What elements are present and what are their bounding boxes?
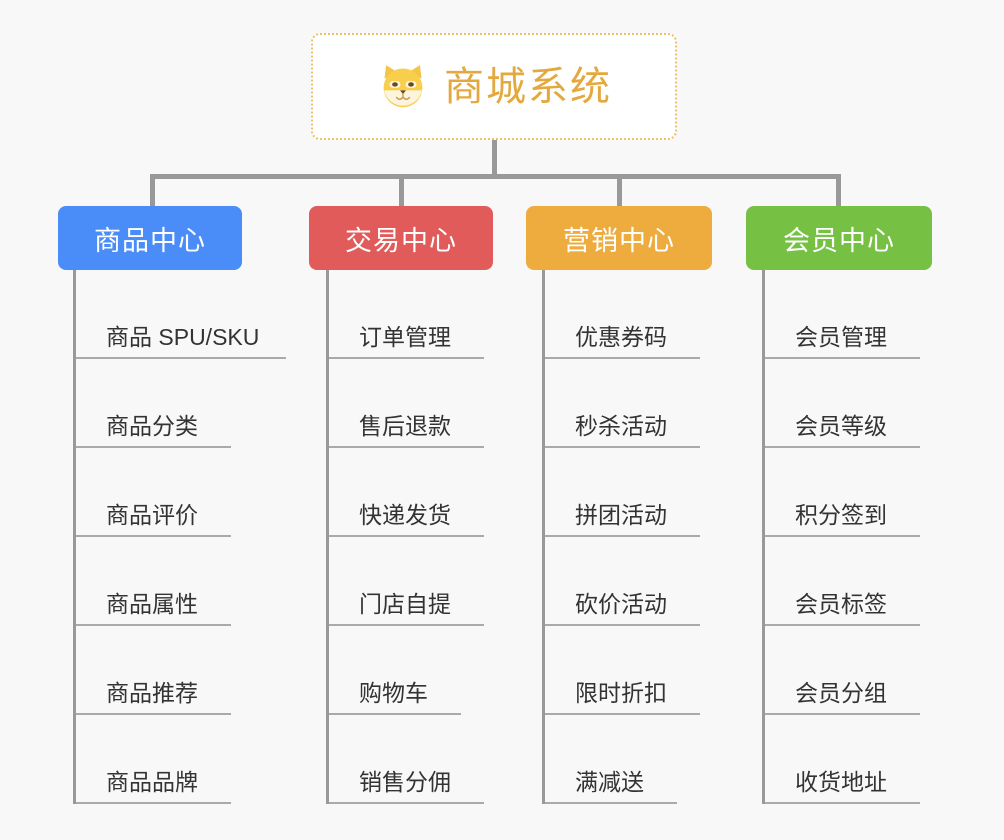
leaf-label: 会员标签: [795, 591, 887, 617]
list-item[interactable]: 拼团活动: [545, 448, 745, 537]
root-title: 商城系统: [444, 64, 612, 109]
list-item[interactable]: 商品推荐: [76, 626, 276, 715]
list-item[interactable]: 销售分佣: [329, 715, 529, 804]
leaf-label: 商品分类: [106, 413, 198, 439]
branch-trade-center: 交易中心 订单管理 售后退款 快递发货 门店自提 购物车 销售分佣: [309, 206, 535, 804]
list-item[interactable]: 积分签到: [765, 448, 965, 537]
connector-drop-product-center: [150, 174, 155, 208]
leaf-label: 快递发货: [359, 502, 451, 528]
category-header-trade-center[interactable]: 交易中心: [309, 206, 493, 270]
list-item[interactable]: 会员管理: [765, 270, 965, 359]
list-item[interactable]: 满减送: [545, 715, 745, 804]
leaf-label: 商品 SPU/SKU: [106, 324, 260, 350]
list-item[interactable]: 砍价活动: [545, 537, 745, 626]
branch-product-center: 商品中心 商品 SPU/SKU 商品分类 商品评价 商品属性 商品推荐 商品品牌: [58, 206, 286, 804]
category-label: 营销中心: [563, 225, 675, 256]
list-item[interactable]: 购物车: [329, 626, 529, 715]
list-item[interactable]: 门店自提: [329, 537, 529, 626]
list-item[interactable]: 限时折扣: [545, 626, 745, 715]
branch-marketing-center: 营销中心 优惠券码 秒杀活动 拼团活动 砍价活动 限时折扣 满减送: [526, 206, 752, 804]
list-item[interactable]: 收货地址: [765, 715, 965, 804]
connector-drop-trade-center: [399, 174, 404, 208]
shiba-dog-face-icon: [383, 64, 423, 107]
branch-member-center: 会员中心 会员管理 会员等级 积分签到 会员标签 会员分组 收货地址: [746, 206, 972, 804]
leaf-label: 商品品牌: [106, 769, 198, 795]
list-item[interactable]: 订单管理: [329, 270, 529, 359]
leaf-label: 砍价活动: [575, 591, 667, 617]
list-item[interactable]: 商品评价: [76, 448, 276, 537]
list-item[interactable]: 商品属性: [76, 537, 276, 626]
list-item[interactable]: 会员等级: [765, 359, 965, 448]
leaf-label: 限时折扣: [575, 680, 667, 706]
leaf-label: 满减送: [575, 769, 644, 795]
leaf-label: 会员分组: [795, 680, 887, 706]
leaf-label: 积分签到: [795, 502, 887, 528]
category-label: 商品中心: [94, 225, 206, 256]
list-item[interactable]: 商品品牌: [76, 715, 276, 804]
list-item[interactable]: 商品 SPU/SKU: [76, 270, 286, 359]
list-item[interactable]: 快递发货: [329, 448, 529, 537]
leaf-label: 商品评价: [106, 502, 198, 528]
leaf-list-member-center: 会员管理 会员等级 积分签到 会员标签 会员分组 收货地址: [762, 270, 965, 804]
category-header-product-center[interactable]: 商品中心: [58, 206, 242, 270]
leaf-label: 会员等级: [795, 413, 887, 439]
leaf-label: 订单管理: [359, 324, 451, 350]
list-item[interactable]: 会员标签: [765, 537, 965, 626]
category-label: 交易中心: [345, 225, 457, 256]
root-node-mall-system[interactable]: 商城系统: [311, 33, 677, 140]
leaf-list-product-center: 商品 SPU/SKU 商品分类 商品评价 商品属性 商品推荐 商品品牌: [73, 270, 286, 804]
connector-root-stem: [492, 140, 497, 176]
leaf-label: 购物车: [359, 680, 428, 706]
list-item[interactable]: 商品分类: [76, 359, 276, 448]
category-header-marketing-center[interactable]: 营销中心: [526, 206, 712, 270]
leaf-list-marketing-center: 优惠券码 秒杀活动 拼团活动 砍价活动 限时折扣 满减送: [542, 270, 745, 804]
leaf-list-trade-center: 订单管理 售后退款 快递发货 门店自提 购物车 销售分佣: [326, 270, 529, 804]
connector-drop-marketing-center: [617, 174, 622, 208]
leaf-label: 秒杀活动: [575, 413, 667, 439]
list-item[interactable]: 秒杀活动: [545, 359, 745, 448]
connector-drop-member-center: [836, 174, 841, 208]
leaf-label: 拼团活动: [575, 502, 667, 528]
list-item[interactable]: 售后退款: [329, 359, 529, 448]
leaf-label: 门店自提: [359, 591, 451, 617]
leaf-label: 商品推荐: [106, 680, 198, 706]
list-item[interactable]: 会员分组: [765, 626, 965, 715]
list-item[interactable]: 优惠券码: [545, 270, 745, 359]
leaf-label: 收货地址: [795, 769, 887, 795]
leaf-label: 销售分佣: [359, 769, 451, 795]
leaf-label: 优惠券码: [575, 324, 667, 350]
leaf-label: 会员管理: [795, 324, 887, 350]
connector-horizontal-bus: [150, 174, 838, 179]
leaf-label: 售后退款: [359, 413, 451, 439]
leaf-label: 商品属性: [106, 591, 198, 617]
category-label: 会员中心: [783, 225, 895, 256]
category-header-member-center[interactable]: 会员中心: [746, 206, 932, 270]
